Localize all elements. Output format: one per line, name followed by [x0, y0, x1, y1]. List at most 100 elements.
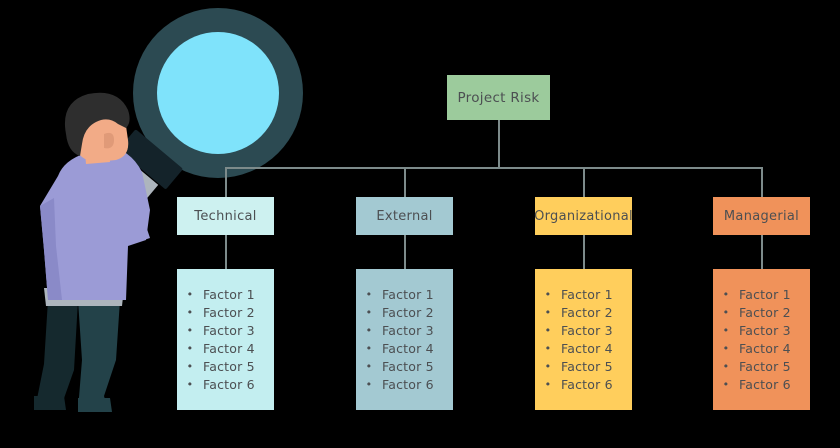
factor-label: Factor 1: [561, 286, 613, 302]
list-item[interactable]: • Factor 1: [177, 285, 274, 303]
bullet-icon: •: [365, 305, 373, 319]
connector-root-stem: [498, 120, 500, 168]
factor-label: Factor 3: [739, 322, 791, 338]
bullet-icon: •: [365, 342, 373, 356]
front-leg: [78, 300, 120, 410]
person-with-magnifying-glass-illustration: [34, 8, 303, 412]
list-item[interactable]: • Factor 5: [535, 358, 632, 376]
connector-drop-external: [404, 167, 406, 197]
factor-label: Factor 6: [203, 377, 255, 393]
list-item[interactable]: • Factor 3: [177, 321, 274, 339]
bullet-icon: •: [186, 342, 194, 356]
magnifier-handle: [119, 129, 183, 189]
factor-label: Factor 4: [561, 341, 613, 357]
bullet-icon: •: [544, 305, 552, 319]
list-item[interactable]: • Factor 4: [177, 340, 274, 358]
bullet-icon: •: [365, 287, 373, 301]
bullet-icon: •: [544, 378, 552, 392]
connector-drop-technical: [225, 167, 227, 197]
list-item[interactable]: • Factor 6: [535, 376, 632, 394]
bullet-icon: •: [186, 360, 194, 374]
factor-label: Factor 6: [382, 377, 434, 393]
list-item[interactable]: • Factor 2: [356, 303, 453, 321]
factor-label: Factor 1: [203, 286, 255, 302]
list-item[interactable]: • Factor 1: [535, 285, 632, 303]
list-item[interactable]: • Factor 3: [713, 321, 810, 339]
node-technical[interactable]: Technical: [177, 197, 274, 235]
list-item[interactable]: • Factor 2: [177, 303, 274, 321]
front-shoe: [78, 398, 112, 412]
factor-label: Factor 3: [382, 322, 434, 338]
bullet-icon: •: [186, 323, 194, 337]
list-item[interactable]: • Factor 4: [356, 340, 453, 358]
factor-label: Factor 6: [561, 377, 613, 393]
factor-label: Factor 4: [739, 341, 791, 357]
list-item[interactable]: • Factor 2: [535, 303, 632, 321]
hair: [64, 92, 130, 156]
magnifier-lens: [157, 32, 279, 154]
node-managerial-label: Managerial: [723, 208, 800, 224]
connector-drop-organizational: [583, 167, 585, 197]
node-organizational[interactable]: Organizational: [534, 197, 633, 235]
bullet-icon: •: [186, 378, 194, 392]
factor-label: Factor 2: [203, 304, 255, 320]
list-item[interactable]: • Factor 2: [713, 303, 810, 321]
list-item[interactable]: • Factor 4: [713, 340, 810, 358]
factor-list-technical: • Factor 1 • Factor 2 • Factor 3 • Facto…: [177, 269, 274, 410]
factor-label: Factor 1: [739, 286, 791, 302]
bullet-icon: •: [544, 360, 552, 374]
factor-label: Factor 4: [382, 341, 434, 357]
factor-label: Factor 2: [561, 304, 613, 320]
factor-label: Factor 5: [203, 359, 255, 375]
bullet-icon: •: [722, 360, 730, 374]
list-item[interactable]: • Factor 6: [177, 376, 274, 394]
factor-label: Factor 2: [382, 304, 434, 320]
connector-horizontal-bus: [225, 167, 762, 169]
node-organizational-label: Organizational: [534, 208, 633, 224]
bullet-icon: •: [544, 342, 552, 356]
bullet-icon: •: [544, 287, 552, 301]
list-item[interactable]: • Factor 5: [713, 358, 810, 376]
list-item[interactable]: • Factor 6: [713, 376, 810, 394]
node-external-label: External: [376, 208, 433, 224]
list-item[interactable]: • Factor 3: [356, 321, 453, 339]
list-item[interactable]: • Factor 1: [713, 285, 810, 303]
factor-label: Factor 5: [382, 359, 434, 375]
bullet-icon: •: [722, 287, 730, 301]
node-project-risk-label: Project Risk: [457, 89, 540, 106]
factor-list-external: • Factor 1 • Factor 2 • Factor 3 • Facto…: [356, 269, 453, 410]
back-shoe: [34, 396, 66, 410]
list-item[interactable]: • Factor 6: [356, 376, 453, 394]
bullet-icon: •: [722, 305, 730, 319]
bullet-icon: •: [544, 323, 552, 337]
connector-link-managerial: [761, 235, 763, 269]
list-item[interactable]: • Factor 4: [535, 340, 632, 358]
list-item[interactable]: • Factor 1: [356, 285, 453, 303]
factor-label: Factor 3: [561, 322, 613, 338]
bullet-icon: •: [722, 323, 730, 337]
factor-label: Factor 2: [739, 304, 791, 320]
factor-label: Factor 5: [739, 359, 791, 375]
factor-list-managerial: • Factor 1 • Factor 2 • Factor 3 • Facto…: [713, 269, 810, 410]
connector-link-technical: [225, 235, 227, 269]
bullet-icon: •: [365, 360, 373, 374]
factor-label: Factor 4: [203, 341, 255, 357]
node-external[interactable]: External: [356, 197, 453, 235]
shirt: [40, 147, 150, 300]
connector-drop-managerial: [761, 167, 763, 197]
ear: [104, 132, 114, 149]
list-item[interactable]: • Factor 3: [535, 321, 632, 339]
back-leg: [36, 300, 78, 404]
factor-label: Factor 6: [739, 377, 791, 393]
list-item[interactable]: • Factor 5: [356, 358, 453, 376]
factor-label: Factor 5: [561, 359, 613, 375]
node-project-risk[interactable]: Project Risk: [447, 75, 550, 120]
factor-label: Factor 1: [382, 286, 434, 302]
connector-link-organizational: [583, 235, 585, 269]
list-item[interactable]: • Factor 5: [177, 358, 274, 376]
factor-label: Factor 3: [203, 322, 255, 338]
bullet-icon: •: [186, 287, 194, 301]
factor-list-organizational: • Factor 1 • Factor 2 • Factor 3 • Facto…: [535, 269, 632, 410]
node-managerial[interactable]: Managerial: [713, 197, 810, 235]
